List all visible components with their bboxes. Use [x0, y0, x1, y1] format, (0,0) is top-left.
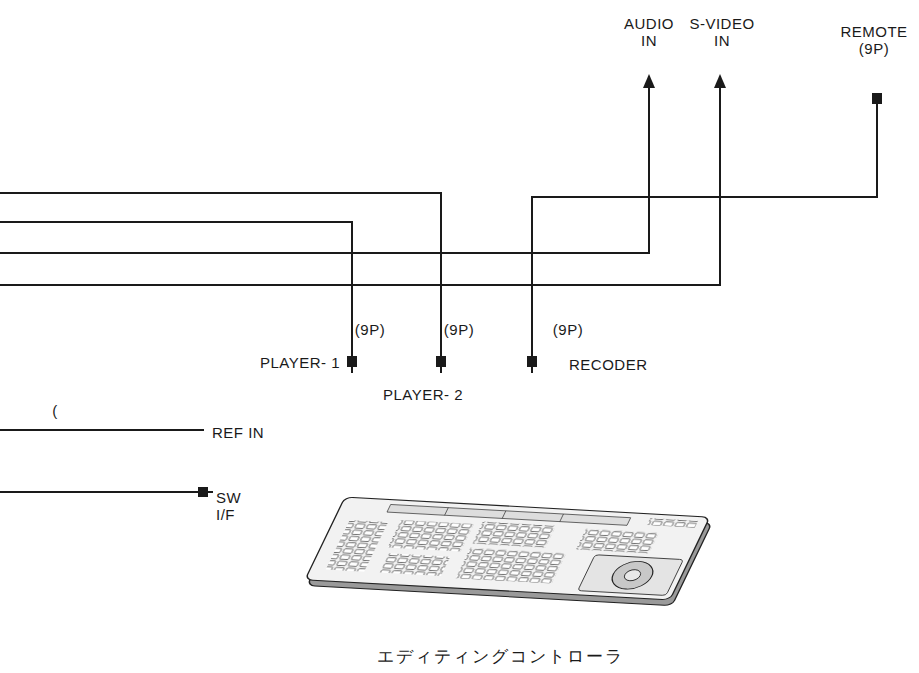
- pin-count: (9P): [553, 321, 583, 338]
- device-caption: エディティングコントローラ: [377, 648, 624, 665]
- connector-square: [872, 93, 882, 104]
- label-line: AUDIO: [624, 15, 674, 32]
- wire: [0, 429, 204, 431]
- port-label: PLAYER- 1: [260, 354, 340, 371]
- port-label: SW I/F: [216, 489, 241, 523]
- wire: [532, 104, 877, 356]
- arrowhead: [714, 74, 726, 88]
- connector-square: [527, 356, 537, 367]
- pin-count: (9P): [444, 321, 474, 338]
- key-cluster: [647, 518, 698, 528]
- connector-square: [347, 356, 357, 367]
- connector-stub: [352, 367, 532, 373]
- label-line: IN: [624, 32, 674, 49]
- arrowhead: [643, 74, 655, 88]
- wires: [0, 82, 877, 492]
- display-divider: [445, 508, 564, 522]
- label-line: IN: [689, 32, 754, 49]
- pin-count: (9P): [355, 321, 385, 338]
- key-cluster: [388, 520, 474, 552]
- arrowheads: [643, 74, 726, 88]
- wire: [0, 82, 649, 253]
- port-label: S-VIDEO IN: [689, 15, 754, 49]
- wire: [0, 491, 198, 493]
- wire: [0, 82, 720, 285]
- editing-controller-illustration: [302, 497, 714, 606]
- key-cluster: [456, 548, 567, 584]
- controller-top: [305, 497, 710, 600]
- key-cluster: [326, 520, 388, 572]
- jog-dial: [607, 560, 659, 590]
- port-label: AUDIO IN: [624, 15, 674, 49]
- key-cluster: [576, 529, 659, 554]
- port-label: REMOTE (9P): [840, 23, 907, 57]
- connector-square: [198, 487, 208, 497]
- stray-mark: (: [52, 402, 58, 419]
- label-line: S-VIDEO: [689, 15, 754, 32]
- connectors: [198, 93, 882, 497]
- wire: [208, 491, 213, 493]
- port-label: RECODER: [569, 356, 648, 373]
- label-line: (9P): [840, 40, 907, 57]
- port-label: PLAYER- 2: [383, 386, 463, 403]
- wire: [0, 222, 352, 356]
- wire: [0, 193, 441, 356]
- key-cluster: [472, 522, 556, 548]
- jog-dial-center: [622, 569, 643, 581]
- key-cluster: [379, 553, 450, 576]
- port-label: REF IN: [212, 424, 264, 441]
- jog-panel: [578, 555, 684, 596]
- connector-square: [436, 356, 446, 367]
- label-line: REMOTE: [840, 23, 907, 40]
- label-line: I/F: [216, 506, 241, 523]
- label-line: SW: [216, 489, 241, 506]
